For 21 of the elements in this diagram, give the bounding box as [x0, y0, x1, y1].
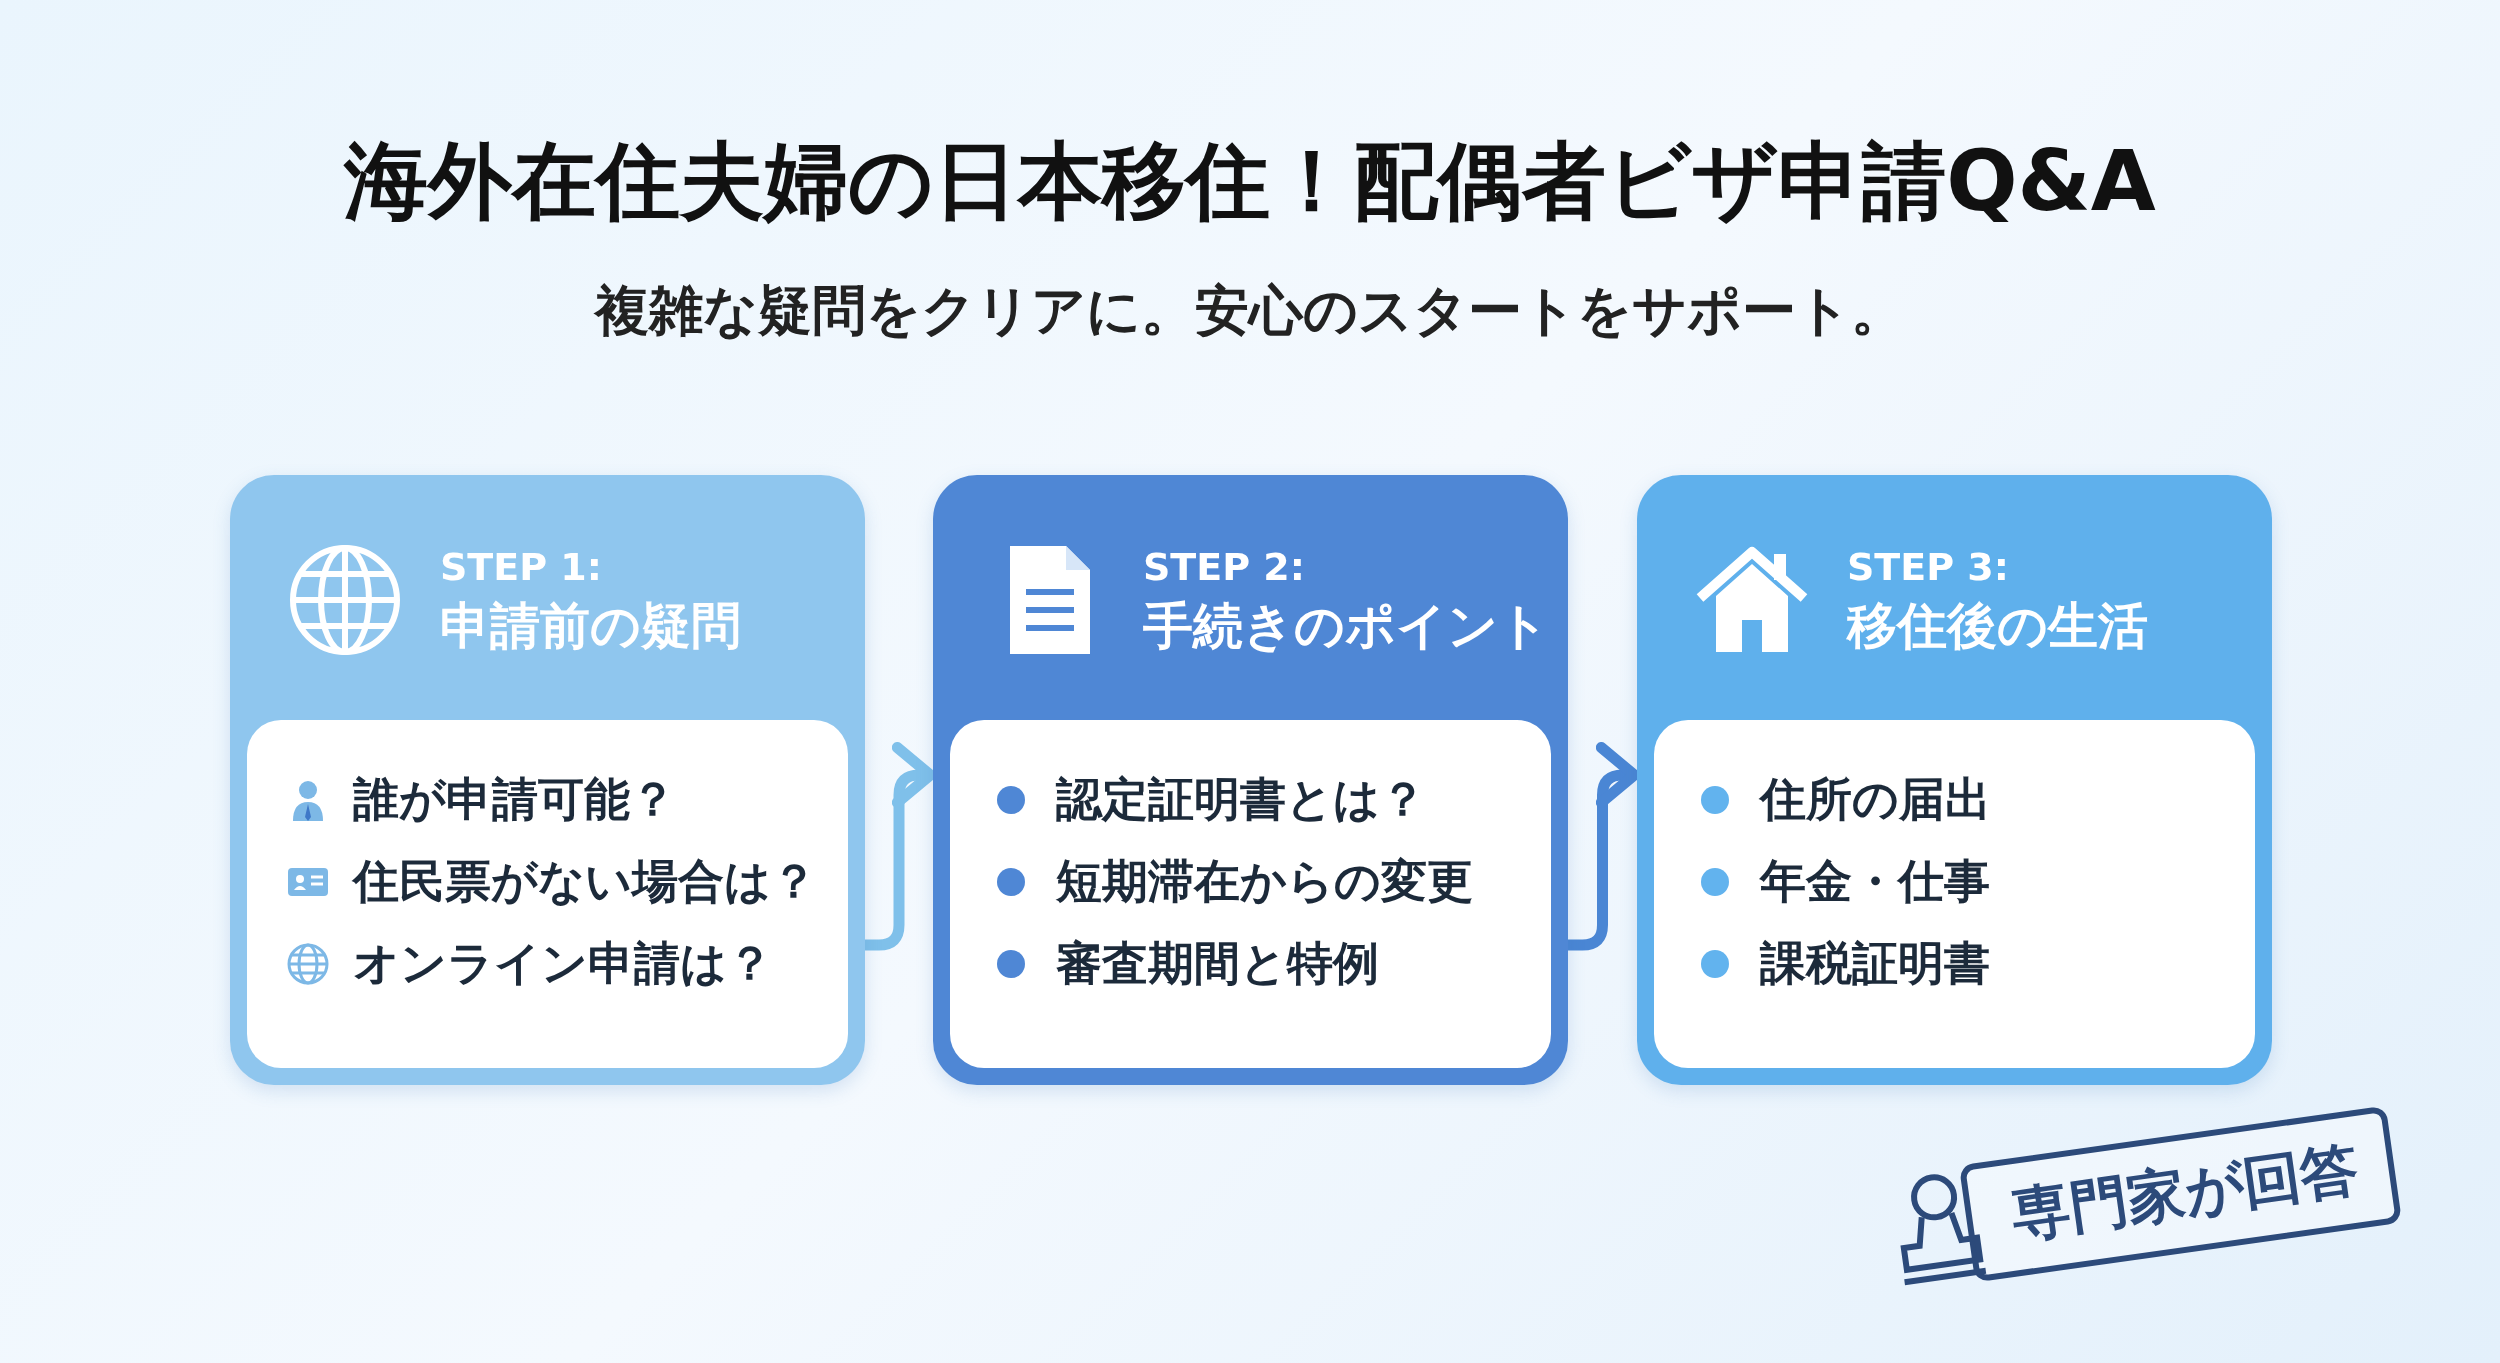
step-number: STEP 2: — [1143, 545, 1305, 589]
stamp-text: 専門家が回答 — [2007, 1134, 2363, 1251]
step-card — [933, 475, 1568, 1085]
step-title: 移住後の生活 — [1847, 596, 2148, 657]
step-card — [1637, 475, 2272, 1085]
list-item: 住民票がない場合は？ — [353, 853, 817, 910]
step-number: STEP 1: — [440, 545, 602, 589]
list-item: 住所の届出 — [1760, 771, 1991, 828]
list-item: 課税証明書 — [1760, 935, 1990, 992]
list-item: 年金・仕事 — [1760, 853, 1990, 910]
step-card — [230, 475, 865, 1085]
title: 海外在住夫婦の日本移住！配偶者ビザ申請Q&A — [344, 132, 2156, 230]
list-item: オンライン申請は？ — [353, 935, 773, 992]
list-item: 短期滞在からの変更 — [1056, 853, 1473, 910]
list-item: 誰が申請可能？ — [353, 771, 676, 828]
list-item: 審査期間と特例 — [1056, 935, 1379, 992]
subtitle: 複雑な疑問をクリアに。安心のスタートをサポート。 — [595, 279, 1905, 342]
list-item: 認定証明書とは？ — [1056, 771, 1426, 828]
step-number: STEP 3: — [1847, 545, 2009, 589]
step-title: 申請前の疑問 — [440, 596, 741, 657]
step-title: 手続きのポイント — [1143, 596, 1549, 657]
